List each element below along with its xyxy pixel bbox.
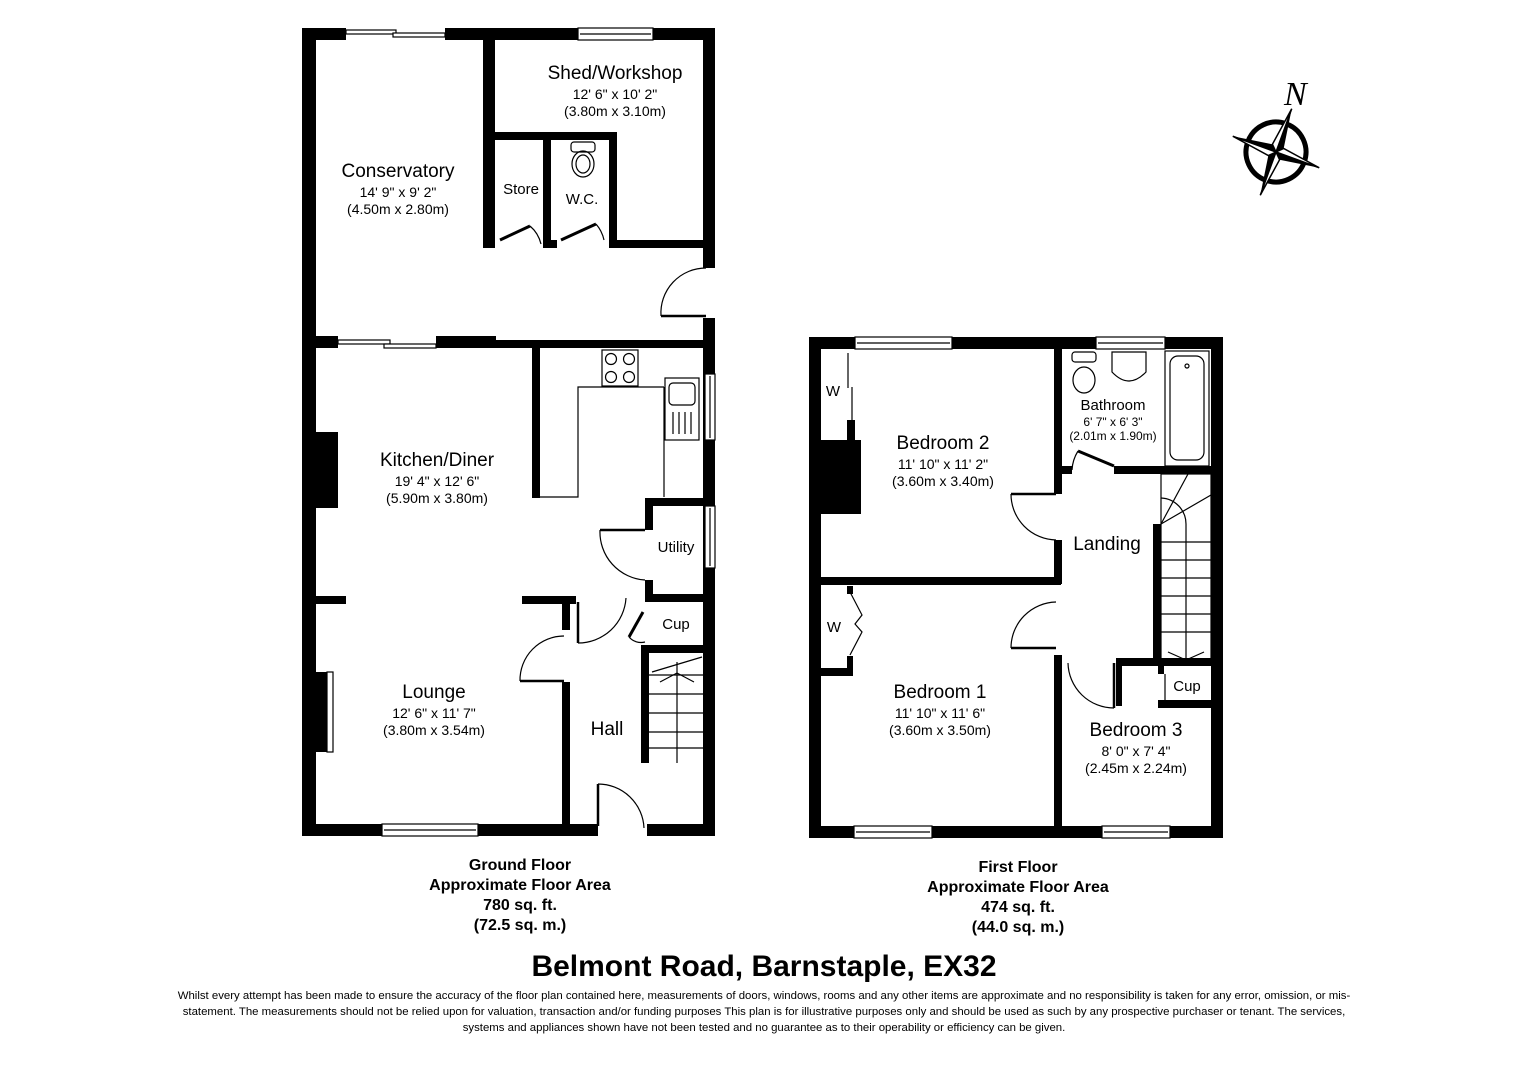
room-cup-first-floor: Cup xyxy=(1173,678,1201,696)
room-dim-imperial: 11' 10" x 11' 6" xyxy=(894,704,986,721)
room-name: Store xyxy=(503,181,539,198)
room-name: Landing xyxy=(1073,534,1141,555)
room-name: Cup xyxy=(662,616,690,633)
room-name: Bedroom 2 xyxy=(896,433,990,454)
floor-area-label: Approximate Floor Area xyxy=(429,877,611,894)
room-dim-metric: (3.60m x 3.40m) xyxy=(892,472,994,489)
room-dim-metric: (3.80m x 3.10m) xyxy=(564,102,666,119)
room-name: Bedroom 3 xyxy=(1089,720,1183,741)
room-wc: W.C. xyxy=(566,191,599,209)
room-landing: Landing xyxy=(1073,534,1141,557)
first-floor-fixtures xyxy=(847,336,1212,839)
room-cup: Cup xyxy=(662,616,690,634)
floor-area-metric: (44.0 sq. m.) xyxy=(971,919,1065,936)
first-floor-caption: First Floor Approximate Floor Area 474 s… xyxy=(927,858,1109,938)
room-bathroom: Bathroom 6' 7" x 6' 3" (2.01m x 1.90m) xyxy=(1069,397,1156,444)
room-dim-imperial: 12' 6" x 10' 2" xyxy=(572,85,658,102)
room-dim-imperial: 8' 0" x 7' 4" xyxy=(1101,742,1171,759)
room-dim-metric: (5.90m x 3.80m) xyxy=(386,489,488,506)
floor-area-imperial: 780 sq. ft. xyxy=(483,897,557,914)
room-name: Conservatory xyxy=(341,161,455,182)
compass-rose-icon xyxy=(1232,108,1320,196)
room-kitchen-diner: Kitchen/Diner 19' 4" x 12' 6" (5.90m x 3… xyxy=(380,450,494,506)
room-name: Bedroom 1 xyxy=(893,682,987,703)
room-dim-imperial: 14' 9" x 9' 2" xyxy=(359,183,437,200)
room-dim-metric: (4.50m x 2.80m) xyxy=(347,200,449,217)
room-dim-imperial: 19' 4" x 12' 6" xyxy=(394,472,480,489)
ground-floor-plan xyxy=(302,28,715,836)
room-dim-metric: (2.45m x 2.24m) xyxy=(1085,759,1187,776)
room-name: W xyxy=(826,619,842,636)
room-bedroom-1: Bedroom 1 11' 10" x 11' 6" (3.60m x 3.50… xyxy=(889,682,991,738)
room-hall: Hall xyxy=(591,719,624,742)
room-bedroom-3: Bedroom 3 8' 0" x 7' 4" (2.45m x 2.24m) xyxy=(1085,720,1187,776)
room-name: Shed/Workshop xyxy=(547,63,683,84)
first-floor-plan xyxy=(809,337,1223,838)
room-lounge: Lounge 12' 6" x 11' 7" (3.80m x 3.54m) xyxy=(383,682,485,738)
ground-floor-caption: Ground Floor Approximate Floor Area 780 … xyxy=(429,856,611,936)
room-name: W.C. xyxy=(565,191,599,208)
room-name: W xyxy=(825,383,841,400)
floor-area-metric: (72.5 sq. m.) xyxy=(473,917,567,934)
room-dim-metric: (2.01m x 1.90m) xyxy=(1069,429,1157,444)
room-dim-metric: (3.60m x 3.50m) xyxy=(889,721,991,738)
floor-area-imperial: 474 sq. ft. xyxy=(981,899,1055,916)
room-store: Store xyxy=(503,181,539,199)
floor-name: First Floor xyxy=(978,859,1058,876)
room-dim-imperial: 12' 6" x 11' 7" xyxy=(392,704,476,721)
room-name: Cup xyxy=(1173,678,1201,695)
room-name: Utility xyxy=(657,539,695,556)
room-conservatory: Conservatory 14' 9" x 9' 2" (4.50m x 2.8… xyxy=(342,161,455,217)
room-name: Kitchen/Diner xyxy=(379,450,495,471)
property-title: Belmont Road, Barnstaple, EX32 xyxy=(531,950,997,983)
floor-area-label: Approximate Floor Area xyxy=(927,879,1109,896)
room-dim-metric: (3.80m x 3.54m) xyxy=(383,721,485,738)
room-utility: Utility xyxy=(658,539,695,557)
wardrobe-bedroom-2: W xyxy=(826,383,840,401)
disclaimer-text: Whilst every attempt has been made to en… xyxy=(177,990,1351,1034)
north-label: N xyxy=(1284,76,1307,113)
ground-floor-fixtures xyxy=(326,27,716,837)
room-bedroom-2: Bedroom 2 11' 10" x 11' 2" (3.60m x 3.40… xyxy=(892,433,994,489)
room-dim-imperial: 6' 7" x 6' 3" xyxy=(1083,415,1143,429)
room-name: Hall xyxy=(590,719,624,740)
room-name: Lounge xyxy=(402,682,466,703)
wardrobe-bedroom-1: W xyxy=(827,619,841,637)
room-dim-imperial: 11' 10" x 11' 2" xyxy=(897,455,989,472)
room-shed-workshop: Shed/Workshop 12' 6" x 10' 2" (3.80m x 3… xyxy=(548,63,683,119)
floor-name: Ground Floor xyxy=(468,857,572,874)
room-name: Bathroom xyxy=(1080,397,1146,414)
